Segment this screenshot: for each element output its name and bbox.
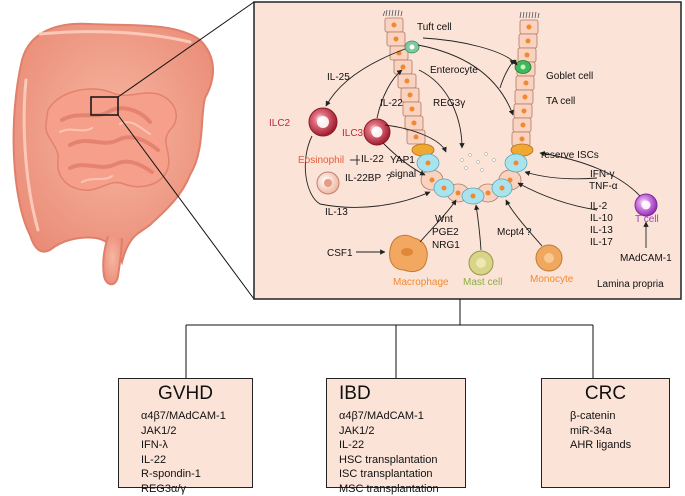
list-item: AHR ligands xyxy=(570,438,669,453)
disease-box-crc: CRC β-catenin miR-34a AHR ligands xyxy=(541,378,670,488)
label-mast-cell: Mast cell xyxy=(463,277,502,288)
disease-box-gvhd: GVHD α4β7/MAdCAM-1 JAK1/2 IFN-λ IL-22 R-… xyxy=(118,378,253,488)
list-item: α4β7/MAdCAM-1 xyxy=(339,409,465,424)
label-signal: signal xyxy=(390,169,416,180)
label-il22-eos: IL-22 xyxy=(361,154,384,165)
label-il10: IL-10 xyxy=(590,213,613,224)
ilc3-cell xyxy=(364,119,390,145)
label-reserve-iscs: reserve ISCs xyxy=(541,150,599,161)
label-tnfa: TNF-α xyxy=(589,181,618,192)
intestine-illustration xyxy=(14,24,213,285)
list-item: REG3α/γ xyxy=(141,482,252,496)
label-ilc2: ILC2 xyxy=(269,118,291,129)
eosinophil-cell xyxy=(317,172,339,194)
list-item: R-spondin-1 xyxy=(141,467,252,482)
list-item: miR-34a xyxy=(570,424,669,439)
label-il17: IL-17 xyxy=(590,237,613,248)
label-il22: IL-22 xyxy=(380,98,403,109)
label-il25: IL-25 xyxy=(327,72,350,83)
label-pge2: PGE2 xyxy=(432,227,459,238)
monocyte-cell xyxy=(536,245,562,271)
label-question-1: ? xyxy=(386,173,392,184)
label-eosinophil: Eosinophil xyxy=(298,155,344,166)
disease-list-gvhd: α4β7/MAdCAM-1 JAK1/2 IFN-λ IL-22 R-spond… xyxy=(141,409,252,496)
list-item: α4β7/MAdCAM-1 xyxy=(141,409,252,424)
label-yap1: YAP1 xyxy=(390,155,415,166)
list-item: HSC transplantation xyxy=(339,453,465,468)
list-item: JAK1/2 xyxy=(339,424,465,439)
label-csf1: CSF1 xyxy=(327,248,353,259)
label-il22bp: IL-22BP xyxy=(345,173,381,184)
detail-panel xyxy=(254,2,681,299)
label-lamina-propria: Lamina propria xyxy=(597,279,664,290)
label-monocyte: Monocyte xyxy=(530,274,574,285)
label-t-cell: T cell xyxy=(635,214,659,225)
list-item: IFN-λ xyxy=(141,438,252,453)
disease-box-ibd: IBD α4β7/MAdCAM-1 JAK1/2 IL-22 HSC trans… xyxy=(326,378,466,488)
mast-cell xyxy=(469,251,493,275)
list-item: IL-22 xyxy=(339,438,465,453)
label-reg3g: REG3γ xyxy=(433,98,465,109)
label-macrophage: Macrophage xyxy=(393,277,449,288)
list-item: ISC transplantation xyxy=(339,467,465,482)
list-item: JAK1/2 xyxy=(141,424,252,439)
label-mcpt4: Mcpt4 xyxy=(497,227,525,238)
disease-list-ibd: α4β7/MAdCAM-1 JAK1/2 IL-22 HSC transplan… xyxy=(339,409,465,496)
disease-title-ibd: IBD xyxy=(339,383,465,405)
label-ta-cell: TA cell xyxy=(546,96,575,107)
label-question-2: ? xyxy=(526,227,532,238)
label-il2: IL-2 xyxy=(590,201,608,212)
list-item: β-catenin xyxy=(570,409,669,424)
label-wnt: Wnt xyxy=(435,214,453,225)
disease-title-crc: CRC xyxy=(542,383,669,405)
disease-list-crc: β-catenin miR-34a AHR ligands xyxy=(570,409,669,453)
list-item: IL-22 xyxy=(141,453,252,468)
label-il13: IL-13 xyxy=(325,207,348,218)
label-madcam: MAdCAM-1 xyxy=(620,253,672,264)
label-ilc3: ILC3 xyxy=(342,128,364,139)
tcell-cell xyxy=(635,194,657,216)
connector-tree xyxy=(186,299,593,378)
label-enterocyte: Enterocyte xyxy=(430,65,478,76)
label-ifng: IFN-γ xyxy=(590,169,614,180)
disease-title-gvhd: GVHD xyxy=(119,383,252,405)
label-il13b: IL-13 xyxy=(590,225,613,236)
label-nrg1: NRG1 xyxy=(432,240,460,251)
list-item: MSC transplantation xyxy=(339,482,465,496)
ilc2-cell xyxy=(309,108,337,136)
label-tuft-cell: Tuft cell xyxy=(417,22,452,33)
label-goblet-cell: Goblet cell xyxy=(546,71,593,82)
